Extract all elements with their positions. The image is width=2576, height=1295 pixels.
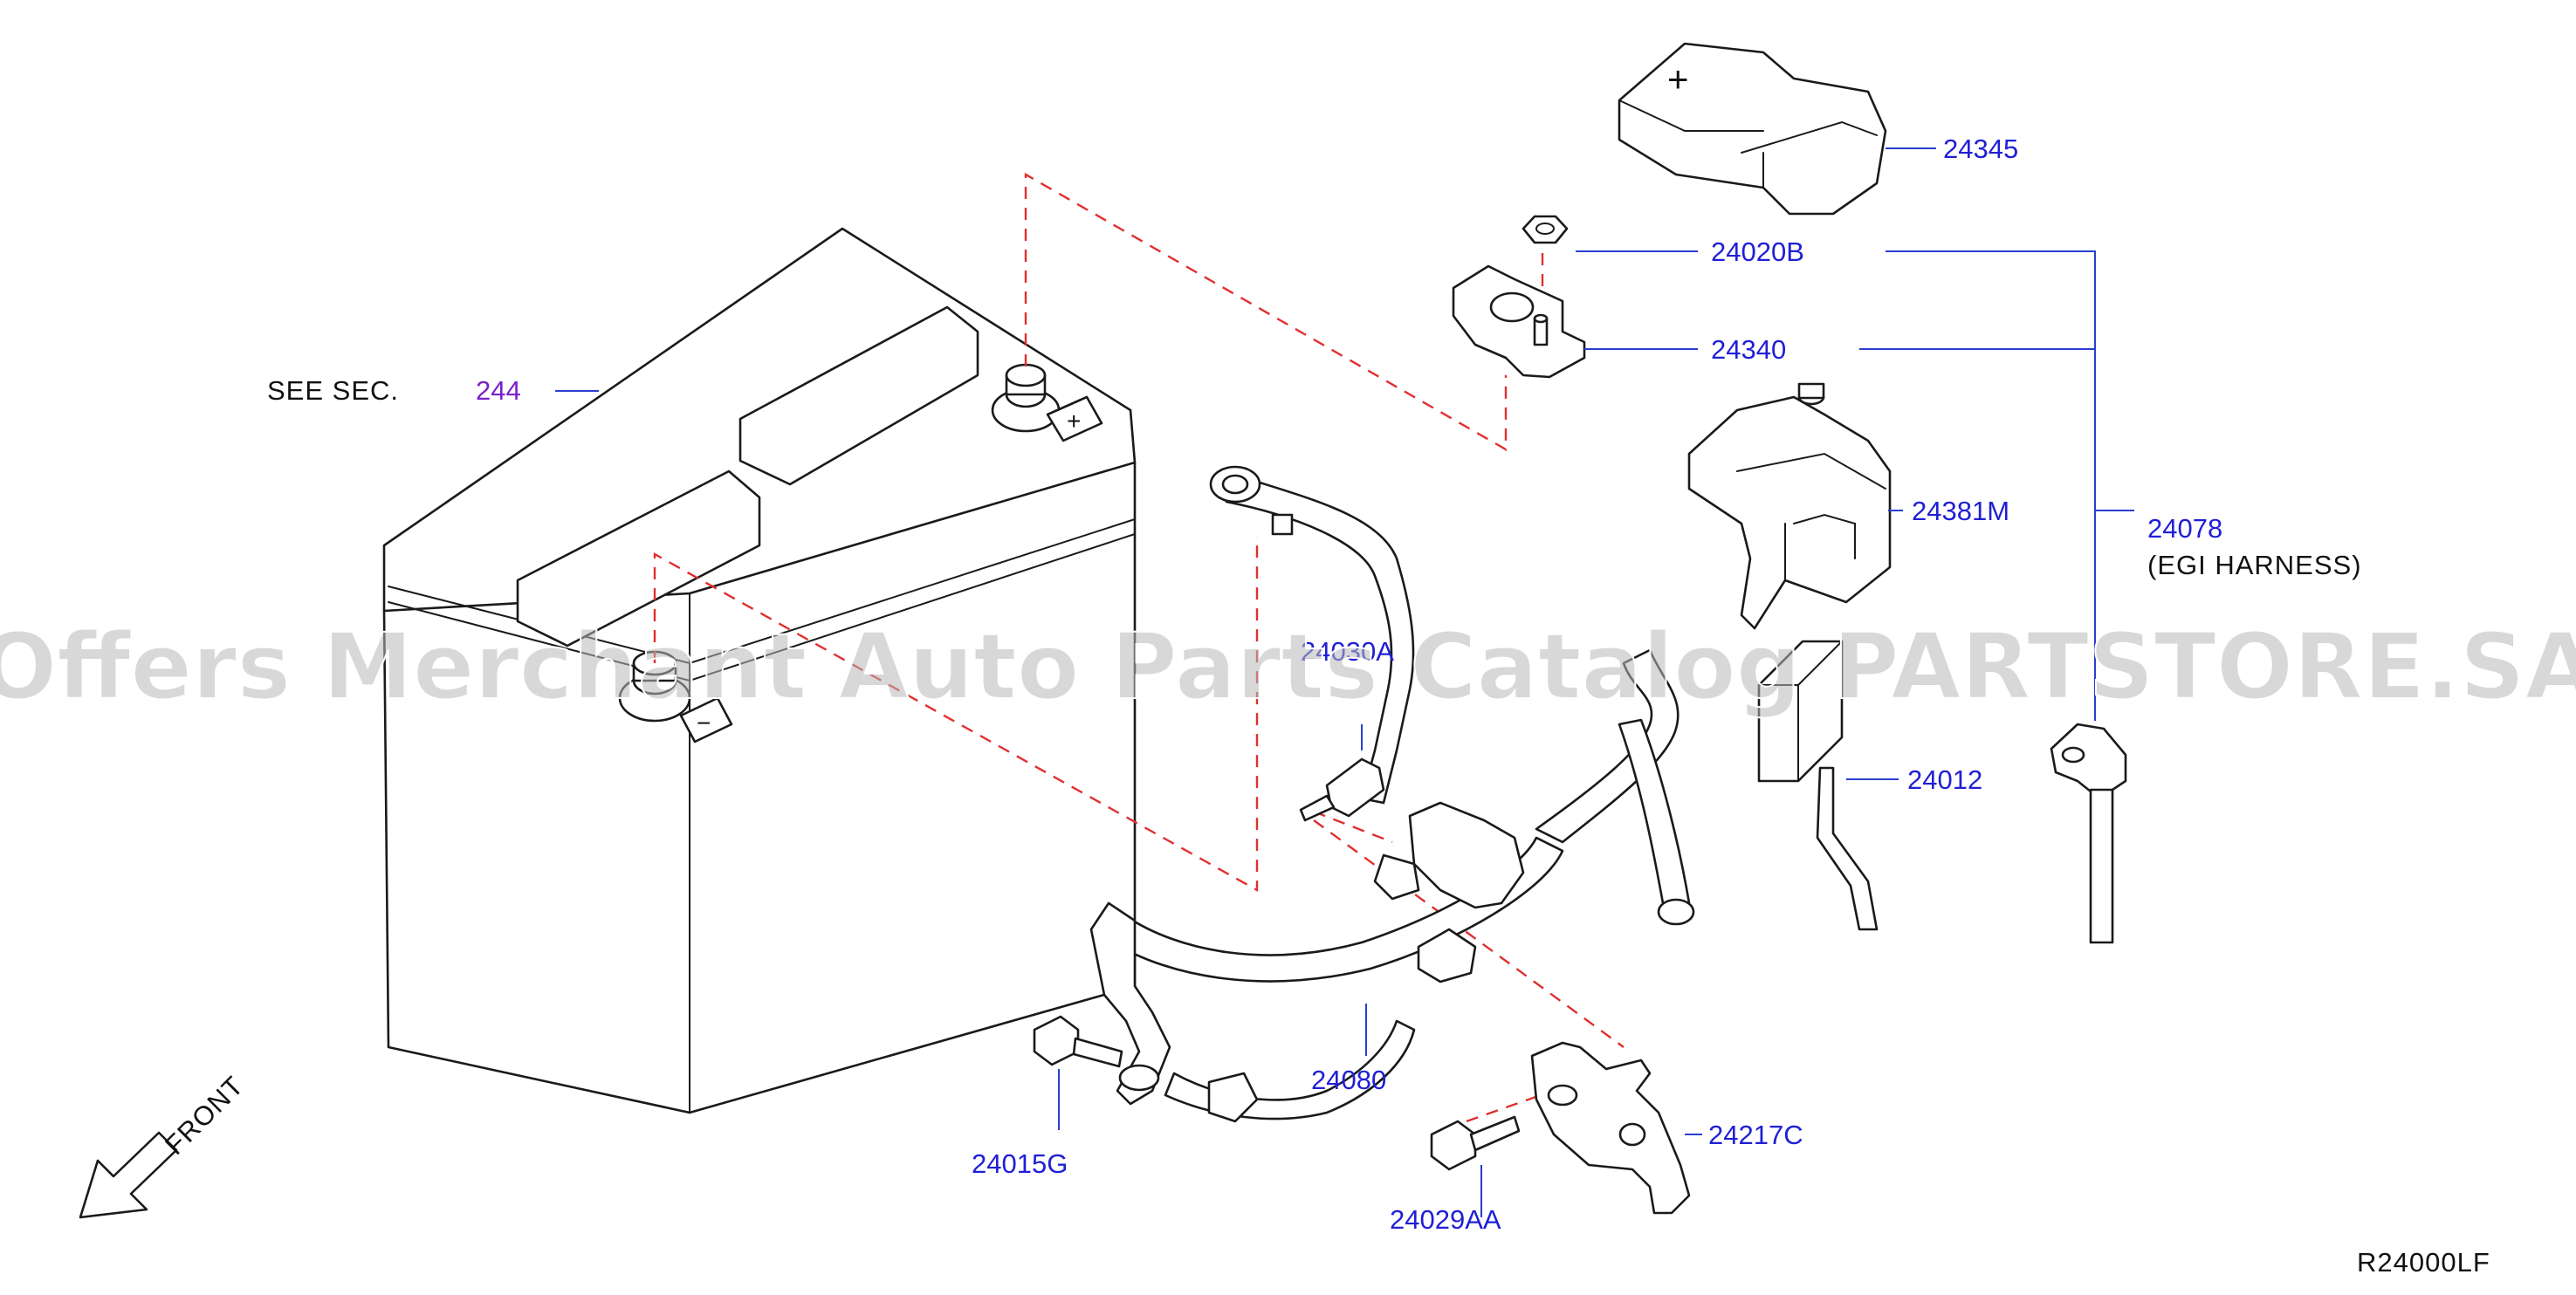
connector-24012 bbox=[1757, 640, 1879, 931]
part-number-24080[interactable]: 24080 bbox=[1311, 1065, 1386, 1095]
part-number-24020B[interactable]: 24020B bbox=[1711, 236, 1804, 267]
terminal-clamp-24340 bbox=[1452, 264, 1586, 379]
front-label: FRONT bbox=[159, 1070, 250, 1161]
part-number-24078[interactable]: 24078 bbox=[2147, 513, 2222, 544]
part-number-24217C[interactable]: 24217C bbox=[1708, 1120, 1803, 1150]
part-number-24015G[interactable]: 24015G bbox=[972, 1148, 1068, 1179]
bracket-24217C bbox=[1530, 1041, 1691, 1215]
part-number-24345[interactable]: 24345 bbox=[1943, 134, 2018, 164]
negative-symbol: − bbox=[697, 709, 711, 737]
see-section-label: SEE SEC. bbox=[267, 375, 399, 406]
egi-harness-24078 bbox=[2050, 723, 2127, 944]
part-number-24012[interactable]: 24012 bbox=[1907, 764, 1982, 795]
part-number-24381M[interactable]: 24381M bbox=[1912, 496, 2009, 526]
front-arrow: FRONT bbox=[79, 1070, 250, 1219]
part-number-24030A[interactable]: 24030A bbox=[1301, 636, 1394, 667]
see-section-ref[interactable]: 244 bbox=[476, 375, 521, 406]
diagram-code: R24000LF bbox=[2357, 1247, 2490, 1278]
battery: + − bbox=[382, 227, 1137, 1114]
bolt-24029AA bbox=[1430, 1115, 1521, 1171]
bolt-24015G bbox=[1033, 1015, 1123, 1068]
leader-lines bbox=[555, 147, 2134, 1217]
nut-24020B bbox=[1522, 215, 1569, 244]
terminal-cover-24345: + bbox=[1618, 42, 1887, 216]
labels: SEE SEC. 244 24345 24020B 24340 24381M 2… bbox=[267, 134, 2490, 1278]
watermark: Offers Merchant Auto Parts Catalog PARTS… bbox=[0, 613, 2576, 720]
bolt-24030A bbox=[1299, 757, 1385, 822]
positive-symbol: + bbox=[1067, 408, 1081, 435]
assembly-guide-lines bbox=[653, 172, 1625, 1123]
fusible-link-box-24381M bbox=[1687, 382, 1892, 630]
part-number-24340[interactable]: 24340 bbox=[1711, 334, 1786, 365]
part-number-24029AA[interactable]: 24029AA bbox=[1390, 1204, 1501, 1235]
cover-plus-mark: + bbox=[1667, 58, 1689, 99]
part-note-24078: (EGI HARNESS) bbox=[2147, 550, 2362, 580]
battery-cable-24080 bbox=[1089, 465, 1695, 1123]
